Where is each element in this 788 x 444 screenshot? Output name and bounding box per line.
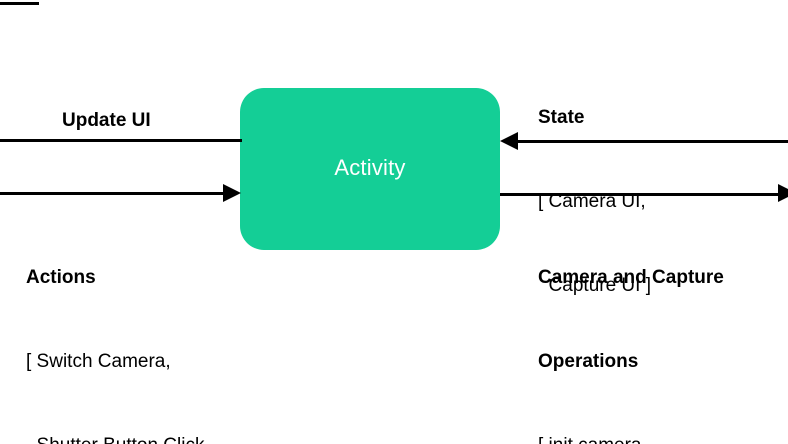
state-connector-line xyxy=(516,140,788,143)
state-text-block: State [ Camera UI, Capture UI ] xyxy=(538,48,651,356)
state-item: [ Camera UI, xyxy=(538,191,646,212)
state-arrowhead-icon xyxy=(500,132,518,150)
camera-operations-item: [ init camera, xyxy=(538,432,724,444)
actions-text-block: Actions [ Switch Camera, Shutter Button … xyxy=(26,208,256,444)
camera-operations-connector-line xyxy=(500,193,788,196)
update-ui-connector-line xyxy=(0,139,242,142)
actions-item: Shutter Button Click, xyxy=(26,432,256,444)
update-ui-label: Update UI xyxy=(62,110,151,131)
camera-operations-text-block: Camera and Capture Operations [ init cam… xyxy=(538,208,724,444)
camera-operations-arrowhead-icon xyxy=(778,184,788,202)
actions-connector-line xyxy=(0,192,228,195)
actions-item: [ Switch Camera, xyxy=(26,351,171,372)
actions-heading: Actions xyxy=(26,267,96,288)
activity-node-label: Activity xyxy=(334,155,406,180)
actions-arrowhead-icon xyxy=(223,184,241,202)
top-left-rule xyxy=(0,2,39,5)
camera-operations-heading-line2: Operations xyxy=(538,351,639,372)
activity-node xyxy=(240,88,500,250)
camera-operations-heading-line1: Camera and Capture xyxy=(538,267,724,288)
state-heading: State xyxy=(538,107,585,128)
state-item: Capture UI ] xyxy=(538,275,651,296)
